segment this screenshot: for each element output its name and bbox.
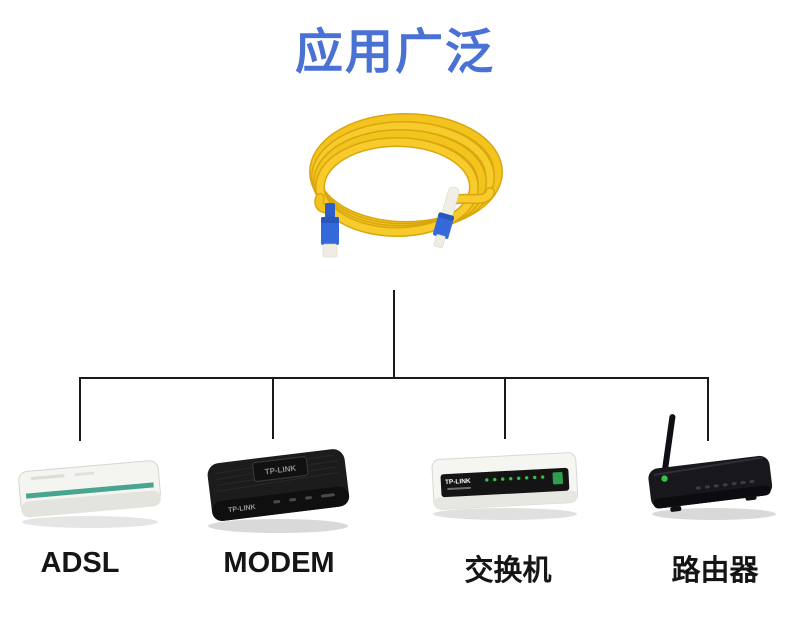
device-label-router: 路由器 [671,555,759,587]
device-label-adsl: ADSL [40,547,120,579]
page-title: 应用广泛 [294,26,495,79]
modem-device-image: TP-LINK TP-LINK [198,436,360,543]
trunk-line [393,290,395,379]
switch-brand-text: TP-LINK [445,478,471,486]
fiber-cable-image [293,106,508,274]
lc-connector-icon [432,186,460,249]
router-device-image [638,410,784,529]
drop-line-switch [504,377,506,439]
branch-line [79,377,709,379]
drop-line-adsl [79,377,81,441]
modem-front-brand-text: TP-LINK [228,504,256,514]
drop-line-router [707,377,709,441]
device-label-modem: MODEM [223,547,335,579]
router-antenna-icon [662,414,676,472]
adsl-device-image [12,452,168,539]
sc-connector-icon [321,203,339,258]
router-logo-icon [661,475,668,482]
drop-line-modem [272,377,274,439]
device-label-switch: 交换机 [464,555,552,587]
fiber-cable-drawing [309,113,503,258]
modem-top-brand-text: TP-LINK [264,464,297,477]
switch-device-image: TP-LINK [423,450,587,531]
